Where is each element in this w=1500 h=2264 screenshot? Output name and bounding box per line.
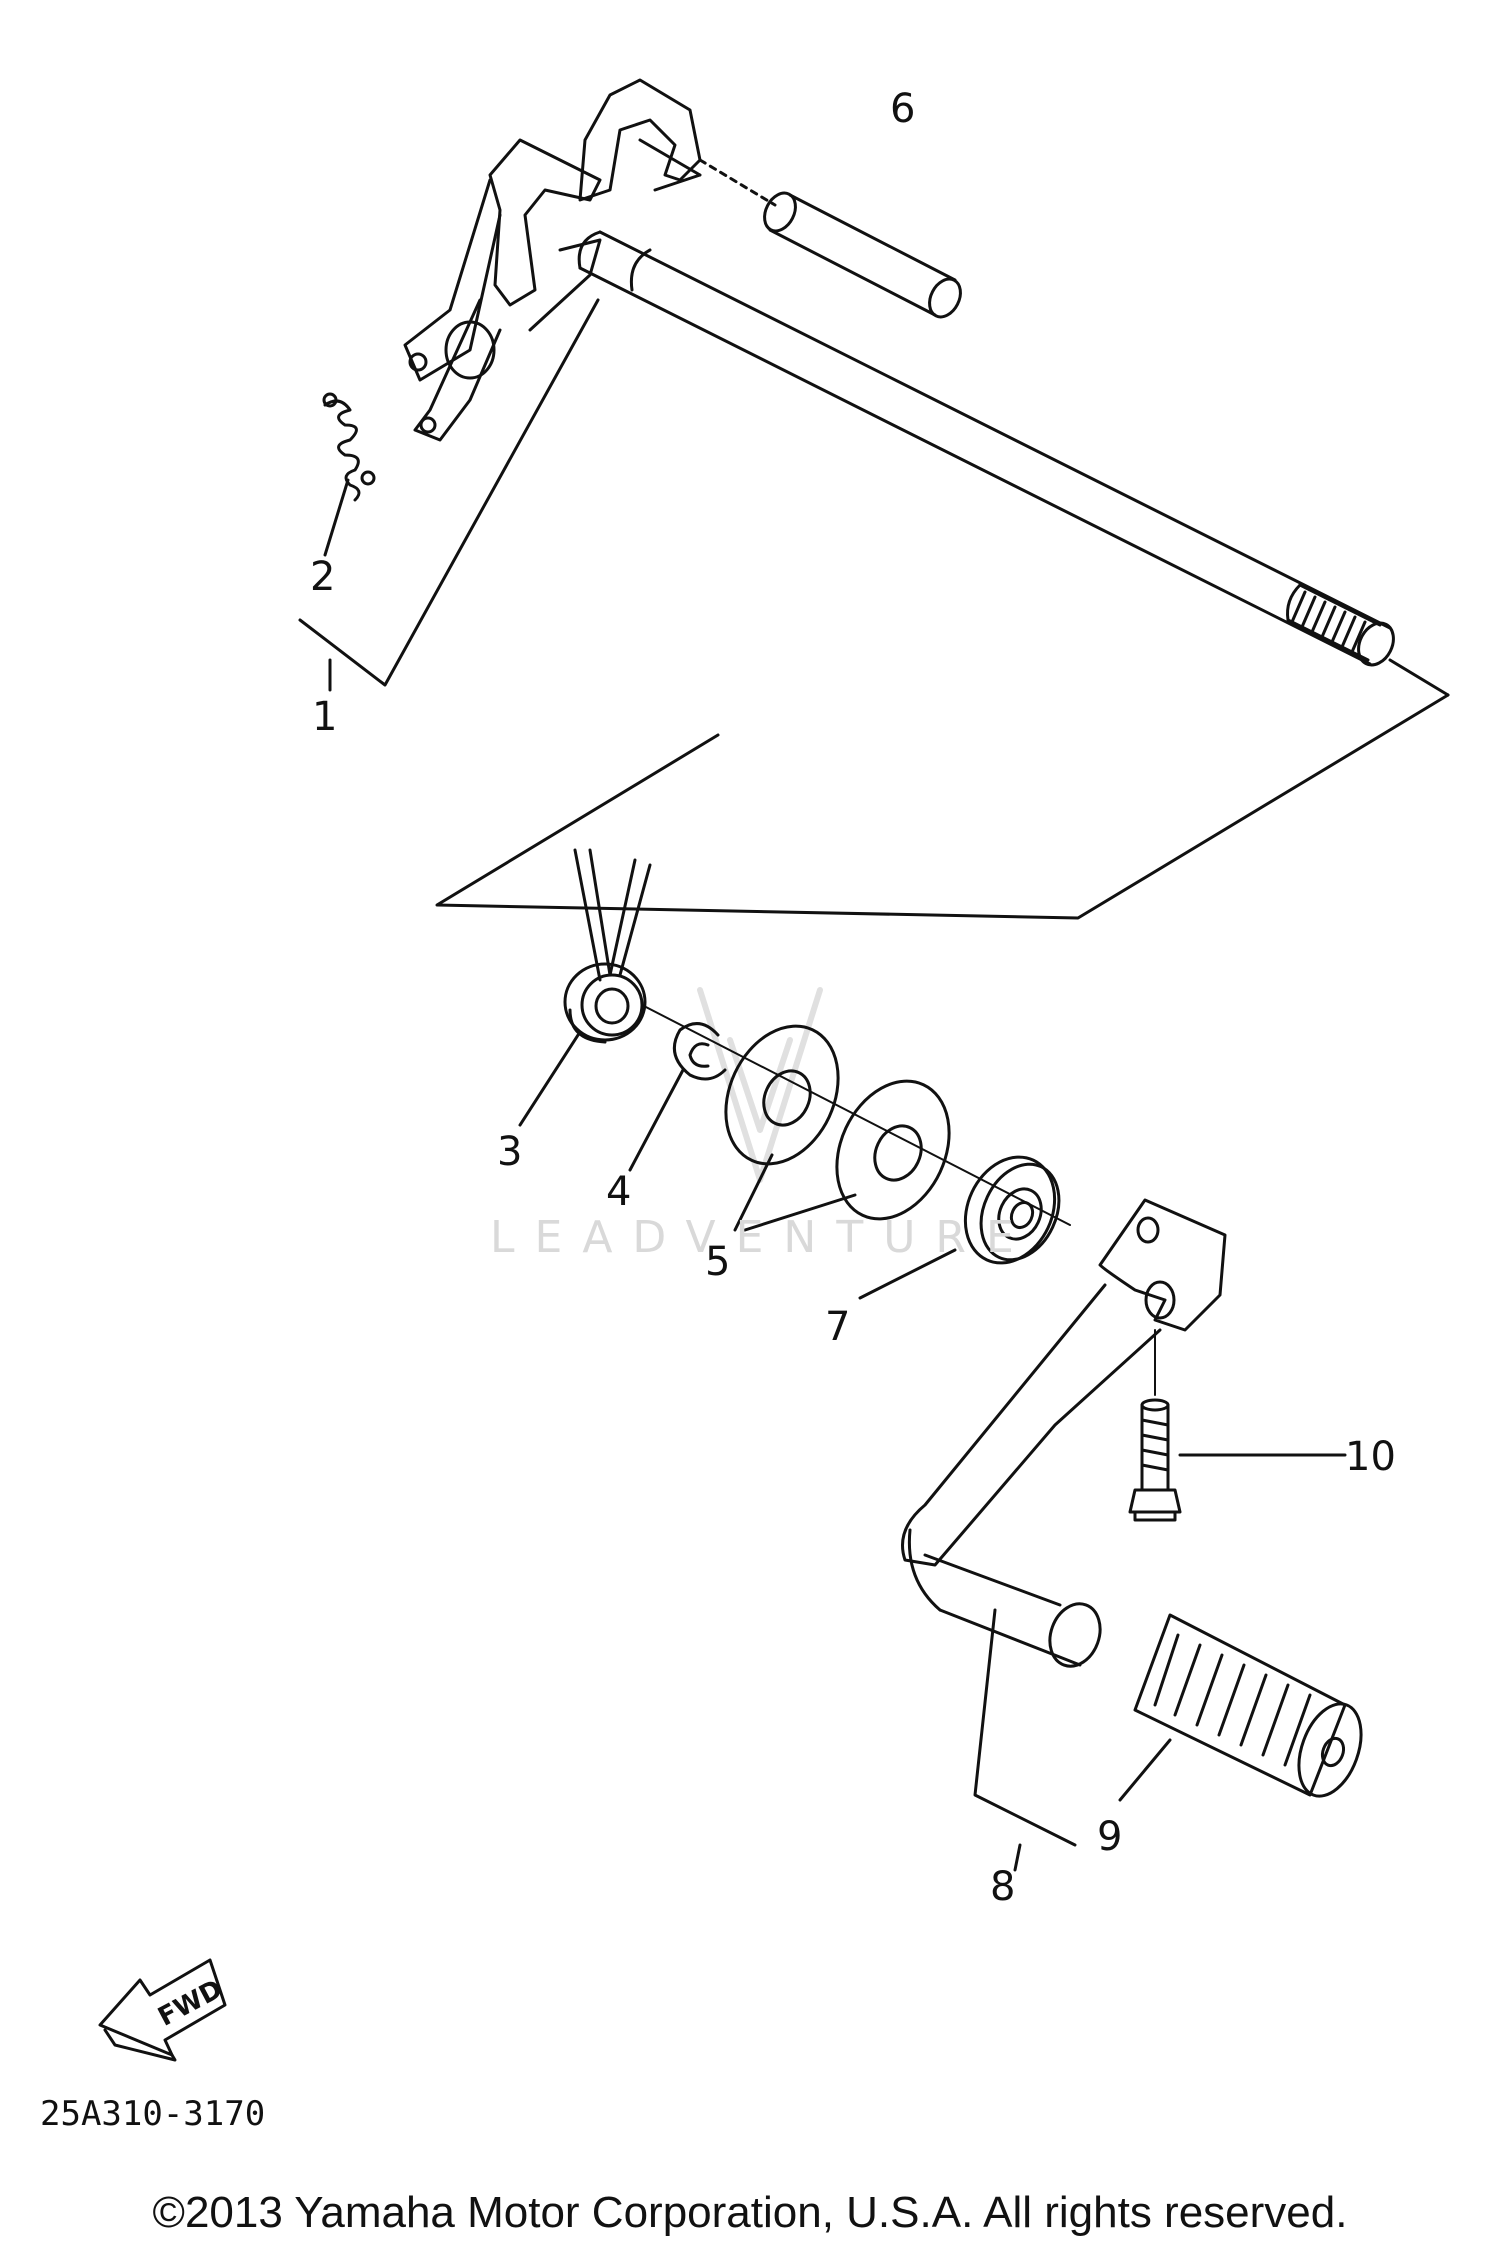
label-9: 9 [1097, 1814, 1122, 1860]
shaft-alignment-frame-right [1388, 658, 1450, 697]
copyright-notice: ©2013 Yamaha Motor Corporation, U.S.A. A… [152, 2188, 1348, 2237]
label-3: 3 [497, 1129, 522, 1175]
leader-8-bracket [973, 1608, 1077, 1847]
label-6: 6 [890, 86, 915, 132]
label-4: 4 [606, 1169, 631, 1215]
shift-pedal [901, 1198, 1227, 1668]
watermark-text: LEADVENTURE [490, 1212, 1034, 1263]
leader-1-bracket [298, 298, 600, 687]
pinch-bolt [1128, 1329, 1182, 1522]
center-axis [641, 1004, 1071, 1226]
leader-4 [628, 1068, 685, 1172]
drawing-code: 25A310-3170 [40, 2094, 265, 2134]
washer-b [835, 1079, 951, 1221]
leader-9 [1118, 1738, 1172, 1802]
oil-seal [963, 1155, 1061, 1265]
shift-arm-bracket [403, 78, 702, 442]
label-7: 7 [825, 1304, 850, 1350]
washer-a [724, 1024, 840, 1166]
label-5: 5 [705, 1239, 730, 1285]
leader-3 [518, 1033, 580, 1127]
label-2: 2 [310, 554, 335, 600]
circlip [672, 1022, 727, 1081]
part-labels: 1 2 3 4 5 6 7 8 9 10 [310, 86, 1396, 1910]
tension-spring [322, 392, 376, 502]
label-10: 10 [1345, 1434, 1396, 1480]
leader-5 [733, 1153, 857, 1232]
return-spring [563, 848, 652, 1044]
collar-pin [698, 158, 962, 319]
shaft-alignment-frame [435, 693, 1450, 920]
leader-8 [1013, 1843, 1022, 1872]
leader-2 [323, 478, 350, 557]
label-8: 8 [990, 1864, 1015, 1910]
shift-shaft [577, 230, 1395, 667]
fwd-arrow-icon [98, 1958, 227, 2062]
label-1: 1 [312, 694, 337, 740]
leader-7 [858, 1248, 957, 1300]
pedal-rubber [1133, 1613, 1363, 1798]
